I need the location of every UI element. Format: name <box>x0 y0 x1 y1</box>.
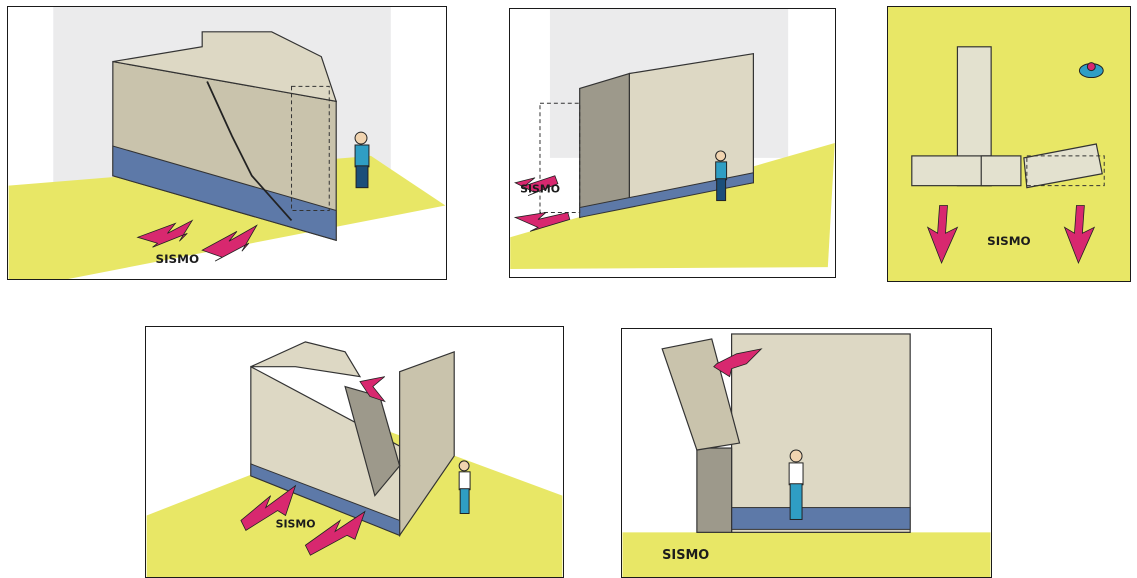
seismic-arrows <box>926 205 1096 265</box>
wall-top <box>112 31 338 103</box>
stone-foundation <box>112 145 337 241</box>
overturning-pier <box>661 338 741 451</box>
panel-3-illustration: SISMO <box>888 7 1130 281</box>
seismic-arrows <box>240 376 386 556</box>
panel-5-illustration: SISMO <box>622 333 991 577</box>
sismo-label: SISMO <box>276 517 316 530</box>
seismic-arrows <box>513 175 571 232</box>
wall-right-side <box>399 350 455 538</box>
person-figure <box>788 449 804 520</box>
wall-side <box>579 72 630 219</box>
wall-middle <box>980 155 1022 187</box>
wall-left-arm <box>911 155 992 187</box>
wall-rotated-segment <box>1023 143 1103 189</box>
person-top-view <box>1078 62 1104 79</box>
sismo-label: SISMO <box>156 252 200 266</box>
panel-u-wall: SISMO <box>145 326 564 578</box>
panel-top-view: SISMO <box>887 6 1131 282</box>
stone-foundation <box>731 507 911 530</box>
sismo-label: SISMO <box>987 234 1031 248</box>
person-figure <box>715 150 728 202</box>
seismic-arrows <box>713 348 763 378</box>
sismo-label: SISMO <box>520 183 560 196</box>
original-position-outline <box>291 85 330 211</box>
wall-front-face <box>731 333 911 533</box>
panel-corner-wall: SISMO <box>509 8 836 278</box>
panel-1-illustration: SISMO <box>8 7 446 279</box>
wall-top <box>250 341 362 378</box>
ground-strip <box>622 532 991 577</box>
original-position-outline <box>539 102 581 213</box>
person-figure <box>354 131 370 189</box>
pier-base <box>696 447 733 533</box>
panel-2-illustration: SISMO <box>510 9 835 270</box>
diagonal-crack <box>206 81 293 222</box>
person-figure <box>458 460 471 515</box>
sismo-label: SISMO <box>662 548 709 563</box>
panel-t-wall-crack: SISMO <box>7 6 447 280</box>
panel-4-illustration: SISMO <box>146 341 563 577</box>
panel-elevation: SISMO <box>621 328 992 578</box>
seismic-arrows <box>136 219 258 262</box>
